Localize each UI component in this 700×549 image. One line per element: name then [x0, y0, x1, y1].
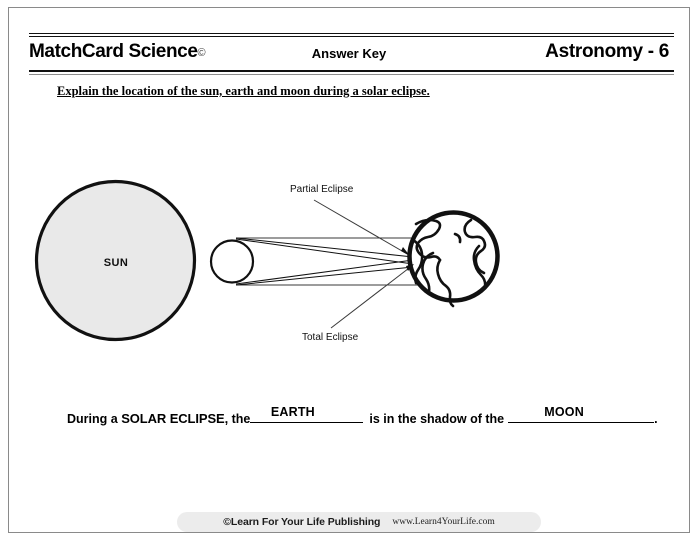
sentence-article-1: the: [231, 412, 251, 426]
instruction-text: Explain the location of the sun, earth a…: [57, 84, 430, 98]
footer-publisher: ©Learn For Your Life Publishing: [223, 516, 381, 528]
total-eclipse-label: Total Eclipse: [302, 332, 359, 343]
answer-blank-earth[interactable]: EARTH: [250, 405, 364, 423]
eclipse-contact-rays: [235, 237, 414, 286]
sun-label: SUN: [103, 257, 129, 269]
total-eclipse-arrowhead: [406, 264, 414, 271]
earth-globe: [407, 210, 500, 308]
partial-eclipse-leader: [313, 199, 410, 256]
sentence-period: .: [654, 412, 658, 426]
total-eclipse-leader: [330, 264, 414, 329]
umbra-rays: [235, 238, 414, 285]
brand-name: MatchCard Science: [29, 41, 198, 62]
partial-eclipse-arrowhead: [401, 247, 410, 256]
penumbra-rays: [236, 237, 464, 286]
copyright-symbol: ©: [197, 47, 206, 59]
answer-value-moon: MOON: [544, 405, 584, 419]
moon-circle: [209, 239, 255, 284]
sun-circle: [34, 179, 197, 342]
brand-title: MatchCard Science©: [29, 41, 206, 63]
header-top-rule: [29, 33, 674, 37]
sentence-event: SOLAR ECLIPSE,: [121, 411, 229, 426]
answer-blank-moon[interactable]: MOON: [508, 405, 655, 423]
answer-sentence: During a SOLAR ECLIPSE, the EARTH is in th…: [67, 405, 658, 438]
partial-eclipse-label: Partial Eclipse: [290, 184, 354, 195]
sentence-middle: is in the shadow of the: [369, 412, 505, 426]
sentence-lead: During a: [67, 412, 118, 426]
subject-title: Astronomy - 6: [545, 41, 669, 62]
footer-bar: ©Learn For Your Life Publishing www.Lear…: [177, 512, 541, 532]
worksheet-page: MatchCard Science© Answer Key Astronomy …: [8, 7, 690, 533]
footer-website[interactable]: www.Learn4YourLife.com: [392, 517, 495, 527]
answer-value-earth: EARTH: [270, 405, 315, 419]
header-bottom-rule: [29, 70, 674, 75]
document-type-label: Answer Key: [311, 46, 387, 61]
